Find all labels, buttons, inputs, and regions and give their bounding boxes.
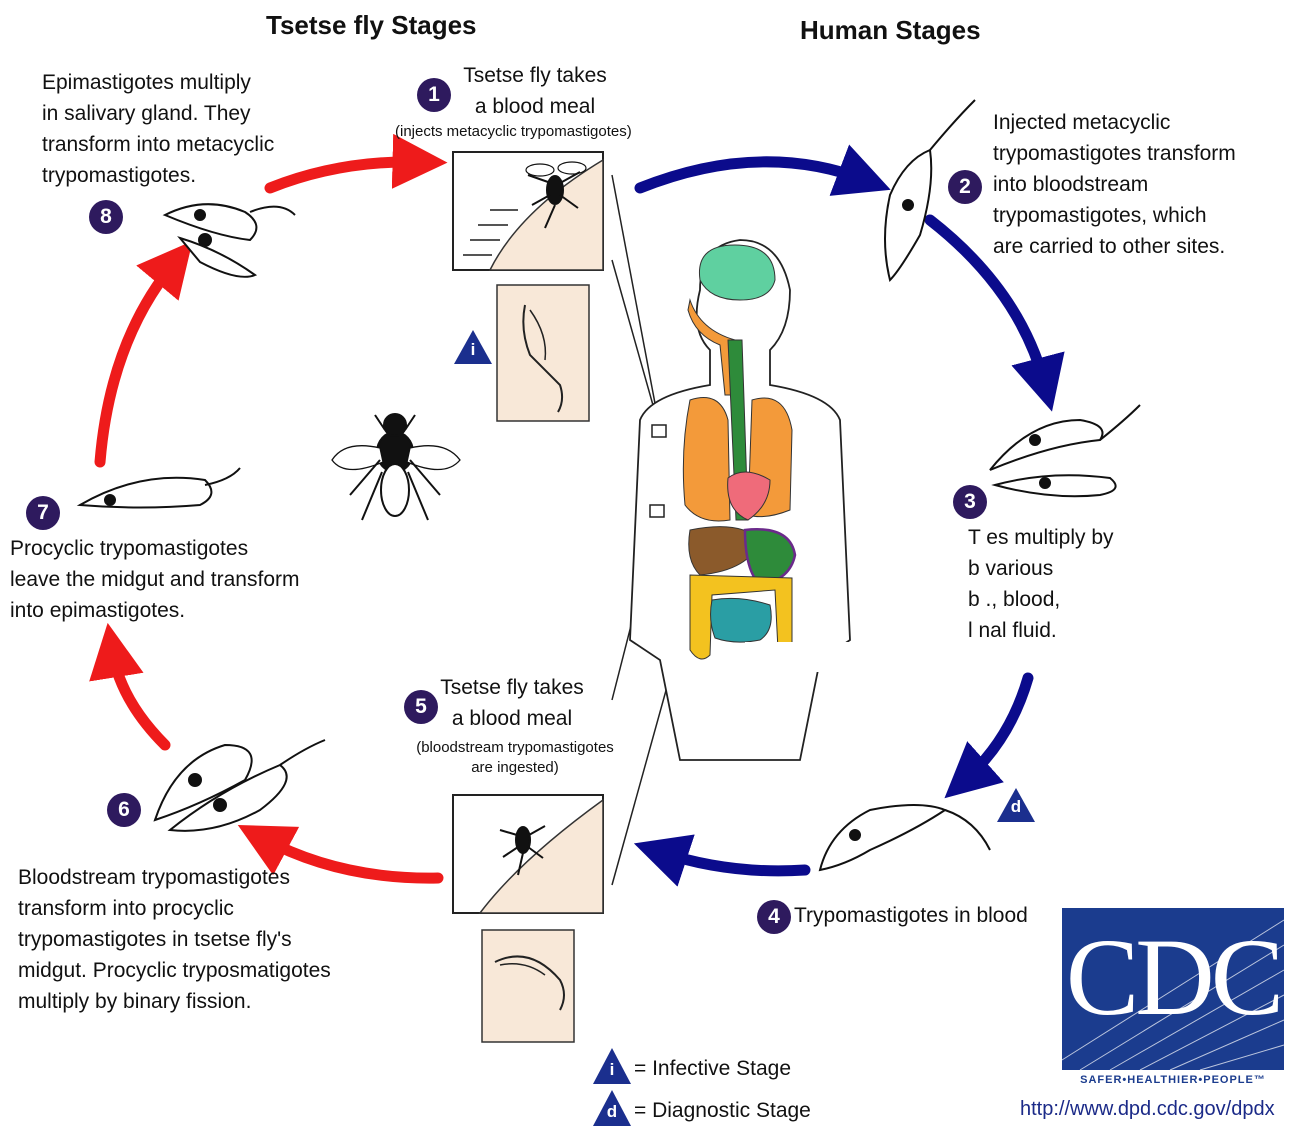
stage-6-text: Bloodstream trypomastigotes transform in…	[18, 862, 378, 1017]
stage-7-number: 7	[26, 496, 60, 530]
trypanosome-stage-4	[820, 805, 990, 870]
arrow-1-to-2	[640, 162, 865, 188]
arrow-4-to-5	[660, 852, 805, 871]
legend-infective-label: = Infective Stage	[634, 1053, 791, 1084]
stage-1-title: Tsetse fly takes a blood meal	[455, 60, 615, 122]
legend-diagnostic-label: = Diagnostic Stage	[634, 1095, 811, 1126]
cdc-tagline: SAFER•HEALTHIER•PEOPLE™	[1062, 1074, 1284, 1086]
arrow-3-to-4	[965, 678, 1028, 780]
stage-8-text: Epimastigotes multiply in salivary gland…	[42, 67, 322, 191]
occlusion-block	[745, 642, 1035, 672]
small-intestine	[711, 598, 772, 642]
stage-8-number: 8	[89, 200, 123, 234]
left-lung	[683, 398, 730, 522]
brain	[699, 245, 775, 300]
stage-4-number: 4	[757, 900, 791, 934]
tsetse-stages-header: Tsetse fly Stages	[266, 10, 477, 41]
stage-1-note: (injects metacyclic trypomastigotes)	[395, 122, 695, 142]
cdc-logo-text: CDC	[1062, 912, 1284, 1042]
stage-4-text: Trypomastigotes in blood	[794, 900, 1054, 931]
tsetse-fly-illustration	[332, 414, 460, 520]
stage-2-text: Injected metacyclic trypomastigotes tran…	[993, 107, 1273, 262]
trypanosome-stage-8	[165, 204, 295, 277]
stage-2-number: 2	[948, 170, 982, 204]
stage-5-note: (bloodstream trypomastigotes are ingeste…	[390, 738, 640, 778]
legend-diagnostic-symbol: d	[604, 1102, 620, 1122]
trypanosome-stage-3	[990, 405, 1140, 496]
human-body	[630, 240, 850, 760]
legend-infective-symbol: i	[604, 1060, 620, 1080]
stage-6-number: 6	[107, 793, 141, 827]
trypanosome-stage-6	[155, 740, 325, 831]
stage-7-text: Procyclic trypomastigotes leave the midg…	[10, 533, 340, 626]
stage-1-inset	[453, 152, 660, 430]
stage-5-title: Tsetse fly takes a blood meal	[432, 672, 592, 734]
infective-marker-letter: i	[466, 340, 480, 360]
stage-3-text: T es multiply by b various b ., blood, l…	[968, 522, 1268, 646]
cdc-url-link[interactable]: http://www.dpd.cdc.gov/dpdx	[1020, 1098, 1275, 1121]
arrow-6-to-7	[112, 650, 165, 745]
human-stages-header: Human Stages	[800, 15, 981, 46]
stage-3-number: 3	[953, 485, 987, 519]
diagnostic-marker-letter: d	[1008, 797, 1024, 817]
stage-1-number: 1	[417, 78, 451, 112]
arrow-7-to-8	[100, 262, 175, 462]
trypanosome-stage-7	[80, 468, 240, 508]
